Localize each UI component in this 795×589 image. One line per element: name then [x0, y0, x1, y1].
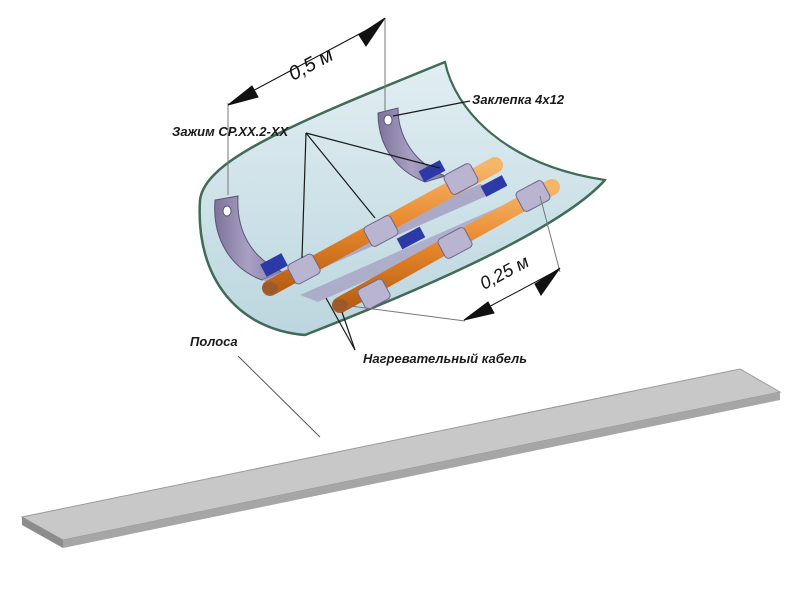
clamp-2: [363, 215, 426, 250]
clamp-6: [515, 180, 551, 212]
dimension-cable-spacing: [349, 195, 561, 322]
label-cable: Нагревательный кабель: [363, 351, 527, 366]
label-strip: Полоса: [190, 334, 238, 349]
flat-strip-side: [63, 392, 780, 548]
clamps: [260, 160, 551, 310]
pipe-front-edge: [198, 199, 306, 337]
flat-strip-edge: [22, 517, 63, 548]
pipe-back-edge: [444, 61, 606, 181]
leader-line-strip: [237, 355, 321, 438]
flat-strip: [20, 368, 782, 548]
clamp-4: [357, 278, 391, 310]
rivet-hole-front: [222, 205, 232, 217]
flat-strip-top: [20, 368, 782, 541]
pipe-near-rim: [304, 179, 606, 337]
label-clamp: Зажим CP.XX.2-XX: [172, 124, 290, 139]
rivet-hole-back: [383, 114, 393, 126]
leader-lines-clamp: [301, 132, 441, 259]
clamp-5: [418, 160, 508, 197]
pipe-far-rim: [198, 60, 446, 201]
clamp-3: [437, 227, 473, 259]
label-strip-spacing: 0,5 м: [285, 44, 337, 86]
leader-line-rivet: [392, 100, 471, 117]
clamp-1: [260, 253, 321, 285]
dimension-strip-spacing: [227, 17, 386, 195]
label-rivet: Заклепка 4x12: [472, 92, 565, 107]
leader-lines-cable: [325, 297, 356, 351]
